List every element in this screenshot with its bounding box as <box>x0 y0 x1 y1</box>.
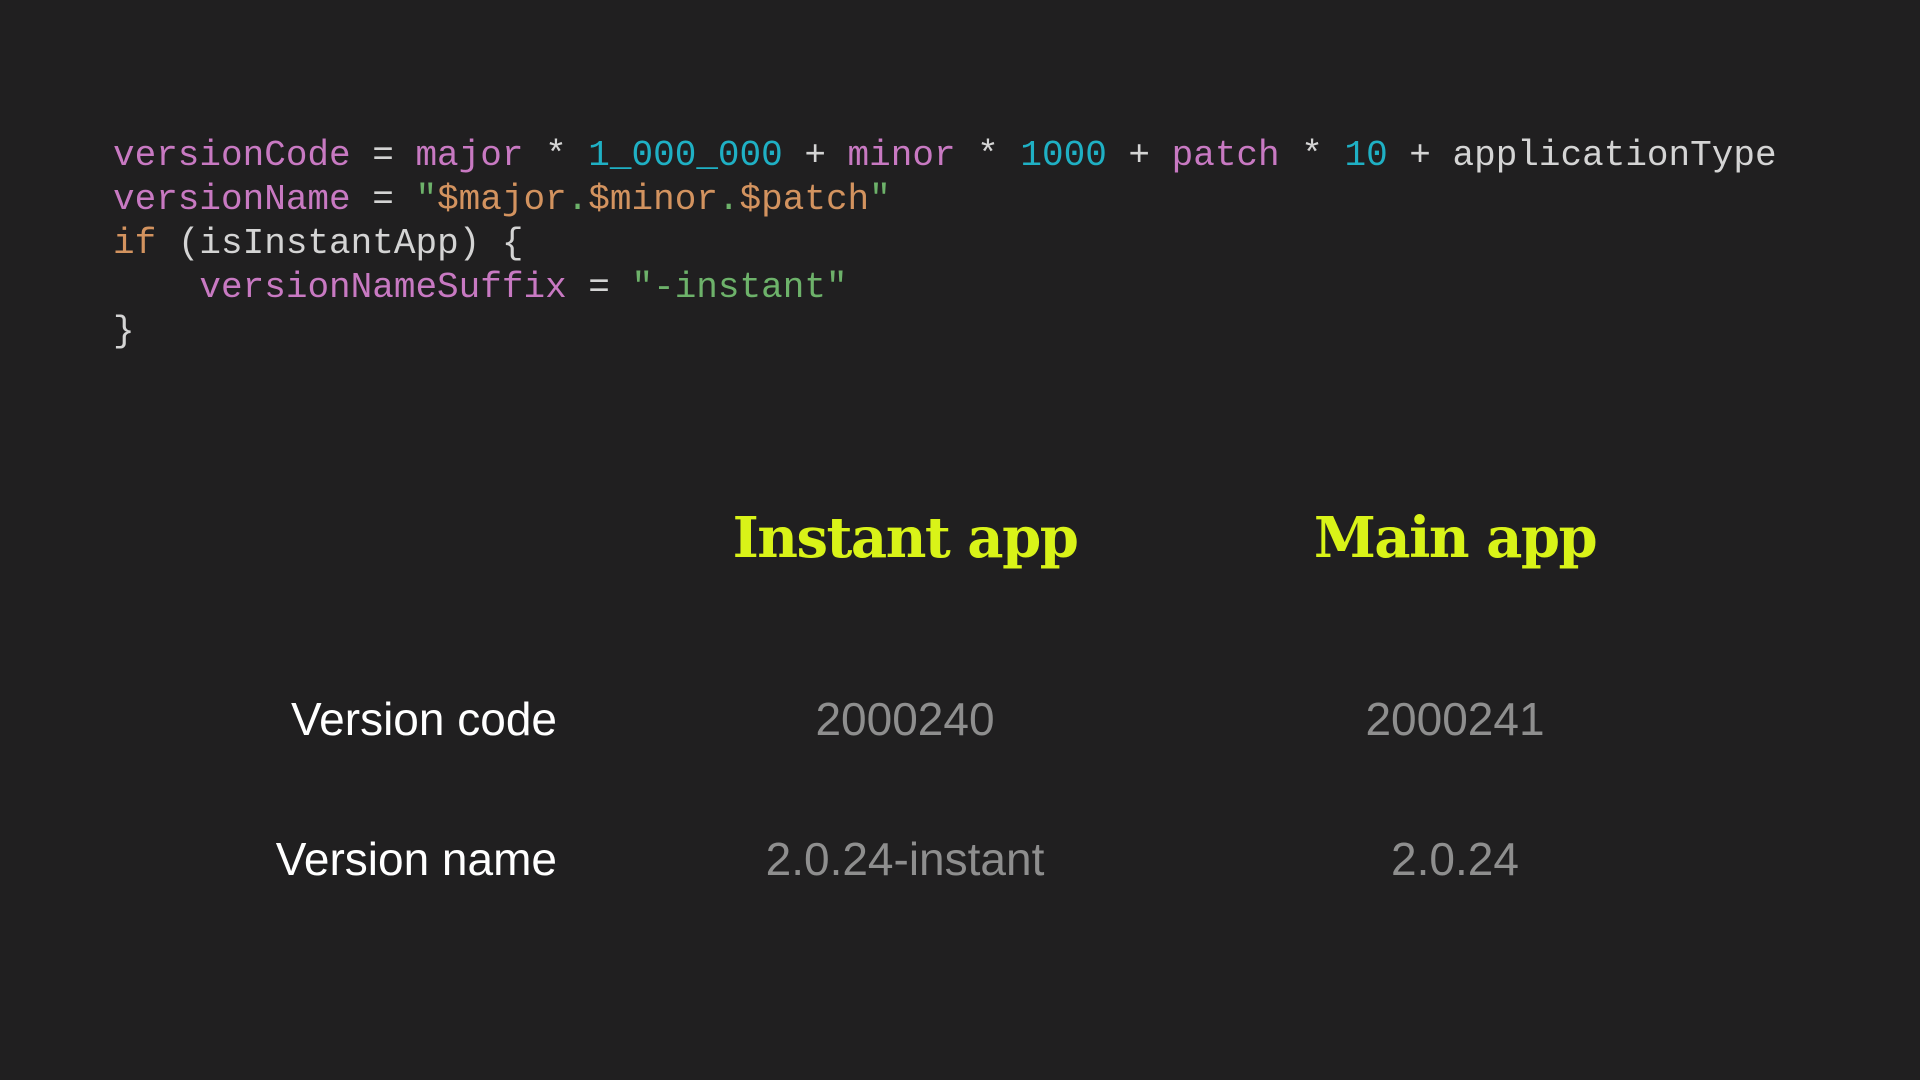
code-token: * <box>955 135 1021 176</box>
code-token: patch <box>1171 135 1280 176</box>
code-token: versionCode <box>113 135 351 176</box>
code-token: major <box>415 135 524 176</box>
code-token: = <box>350 179 416 220</box>
code-token: + <box>1387 135 1453 176</box>
code-line: versionNameSuffix = "-instant" <box>113 266 1777 310</box>
code-token: * <box>1279 135 1345 176</box>
code-token: . <box>717 179 740 220</box>
code-line: if (isInstantApp) { <box>113 222 1777 266</box>
main-version-name: 2.0.24 <box>1391 833 1519 885</box>
code-token: minor <box>847 135 956 176</box>
code-token: * <box>523 135 589 176</box>
code-token: versionNameSuffix <box>199 267 567 308</box>
code-token: (isInstantApp) { <box>156 223 524 264</box>
code-token: } <box>113 311 135 352</box>
code-token: $minor <box>588 179 718 220</box>
code-token: . <box>566 179 589 220</box>
code-token: " <box>415 179 438 220</box>
column-heading-main-app: Main app <box>1313 505 1598 571</box>
row-label-version-code: Version code <box>291 693 557 745</box>
code-line: } <box>113 310 1777 354</box>
code-token: + <box>782 135 848 176</box>
code-token: " <box>869 179 891 220</box>
code-token: $major <box>437 179 567 220</box>
code-token: = <box>350 135 416 176</box>
code-token: applicationType <box>1452 135 1777 176</box>
main-version-code: 2000241 <box>1365 693 1545 745</box>
code-block: versionCode = major * 1_000_000 + minor … <box>113 134 1777 354</box>
code-token <box>113 267 199 308</box>
code-token: = <box>566 267 632 308</box>
instant-version-code: 2000240 <box>815 693 995 745</box>
code-token: + <box>1106 135 1172 176</box>
row-label-version-name: Version name <box>275 833 557 885</box>
code-token: 1000 <box>1020 135 1107 176</box>
code-line: versionCode = major * 1_000_000 + minor … <box>113 134 1777 178</box>
column-heading-instant-app: Instant app <box>732 505 1079 571</box>
code-token: versionName <box>113 179 351 220</box>
code-token: 1_000_000 <box>588 135 783 176</box>
instant-version-name: 2.0.24-instant <box>765 833 1045 885</box>
code-token: if <box>113 223 157 264</box>
code-token: "-instant" <box>631 267 848 308</box>
code-token: 10 <box>1344 135 1388 176</box>
code-token: $patch <box>739 179 870 220</box>
code-line: versionName = "$major.$minor.$patch" <box>113 178 1777 222</box>
